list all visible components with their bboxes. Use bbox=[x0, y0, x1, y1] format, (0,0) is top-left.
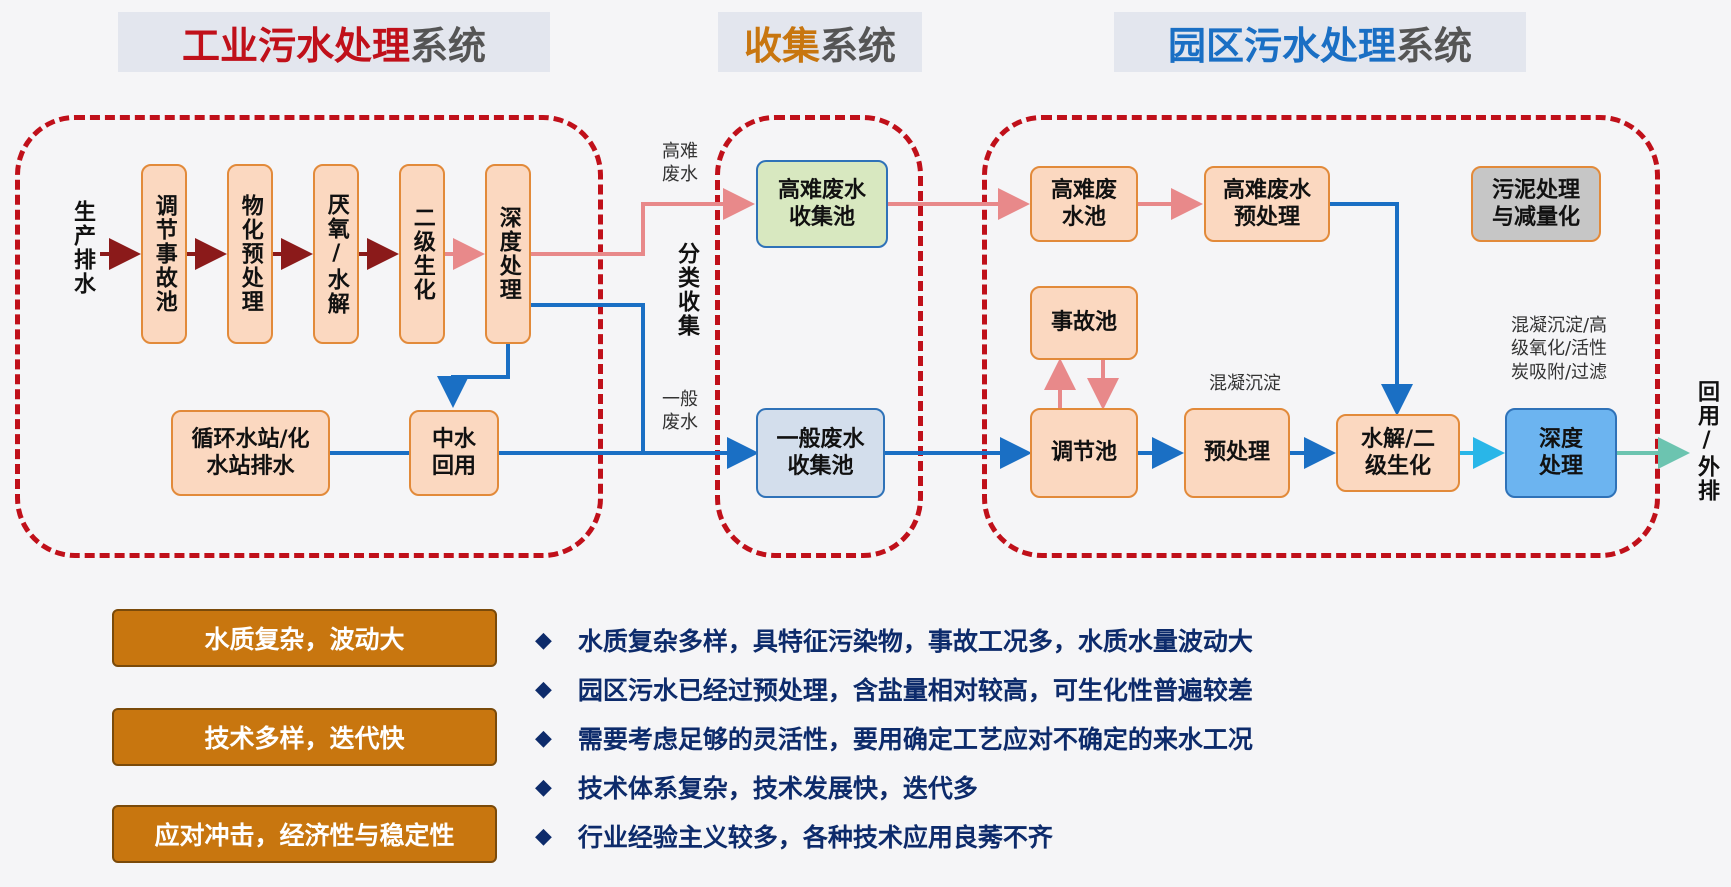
park-high-pretreat: 高难废水预处理 bbox=[1204, 166, 1330, 242]
accident-pool: 事故池 bbox=[1030, 286, 1138, 360]
recycle-station-box: 循环水站/化水站排水 bbox=[171, 410, 330, 496]
step-physchem-pretreat: 物化预处理 bbox=[227, 164, 273, 344]
diamond-bullet-icon: ◆ bbox=[535, 676, 552, 702]
park-high-pool: 高难废水池 bbox=[1030, 166, 1138, 242]
industrial-header-highlight: 工业污水处理 bbox=[181, 23, 410, 68]
tag-water-quality: 水质复杂，波动大 bbox=[112, 609, 497, 667]
step-deep-treatment: 深度处理 bbox=[485, 164, 531, 344]
collection-region bbox=[715, 115, 923, 558]
output-label: 回用/外排 bbox=[1694, 380, 1719, 503]
bullet-item: ◆ 技术体系复杂，技术发展快，迭代多 bbox=[535, 769, 978, 805]
arrow-deep-to-general bbox=[531, 303, 645, 453]
park-system-header: 园区污水处理系统 bbox=[1114, 12, 1526, 72]
park-deep-treatment: 深度处理 bbox=[1505, 408, 1617, 498]
arrow-high-wastewater bbox=[531, 188, 755, 256]
industrial-system-header: 工业污水处理系统 bbox=[118, 12, 550, 72]
input-label: 生产排水 bbox=[70, 200, 95, 296]
diamond-bullet-icon: ◆ bbox=[535, 725, 552, 751]
industrial-region bbox=[15, 115, 603, 558]
step-anaerobic-hydrolysis: 厌氧/水解 bbox=[313, 164, 359, 344]
bullet-text: 行业经验主义较多，各种技术应用良莠不齐 bbox=[577, 823, 1053, 852]
sort-collection-label: 分类收集 bbox=[674, 242, 699, 338]
tag-technology: 技术多样，迭代快 bbox=[112, 708, 497, 766]
coagulation-label: 混凝沉淀 bbox=[1209, 373, 1281, 394]
park-header-highlight: 园区污水处理 bbox=[1167, 23, 1396, 68]
collection-system-header: 收集系统 bbox=[718, 12, 922, 72]
park-pretreat: 预处理 bbox=[1184, 408, 1290, 498]
general-collection-pool: 一般废水收集池 bbox=[756, 408, 885, 498]
diamond-bullet-icon: ◆ bbox=[535, 627, 552, 653]
diamond-bullet-icon: ◆ bbox=[535, 823, 552, 849]
general-wastewater-label: 一般废水 bbox=[662, 389, 698, 434]
bullet-text: 园区污水已经过预处理，含盐量相对较高，可生化性普遍较差 bbox=[577, 676, 1253, 705]
park-header-rest: 系统 bbox=[1396, 23, 1473, 68]
bullet-text: 需要考虑足够的灵活性，要用确定工艺应对不确定的来水工况 bbox=[577, 725, 1253, 754]
tag-stability: 应对冲击，经济性与稳定性 bbox=[112, 805, 497, 863]
diamond-bullet-icon: ◆ bbox=[535, 774, 552, 800]
step-secondary-biochem: 二级生化 bbox=[399, 164, 445, 344]
park-region bbox=[982, 115, 1660, 558]
step-regulate-accident-pool: 调节事故池 bbox=[141, 164, 187, 344]
reuse-box: 中水回用 bbox=[409, 410, 499, 496]
industrial-header-rest: 系统 bbox=[410, 23, 487, 68]
bullet-item: ◆ 水质复杂多样，具特征污染物，事故工况多，水质水量波动大 bbox=[535, 622, 1253, 658]
arrow-deep-to-reuse bbox=[437, 344, 510, 408]
deep-treatment-note: 混凝沉淀/高级氧化/活性炭吸附/过滤 bbox=[1510, 315, 1608, 383]
collection-header-highlight: 收集 bbox=[743, 23, 820, 68]
high-wastewater-label: 高难废水 bbox=[662, 141, 698, 186]
high-collection-pool: 高难废水收集池 bbox=[756, 160, 888, 248]
bullet-item: ◆ 需要考虑足够的灵活性，要用确定工艺应对不确定的来水工况 bbox=[535, 720, 1253, 756]
bullet-text: 技术体系复杂，技术发展快，迭代多 bbox=[577, 774, 978, 803]
hydrolysis-biochem: 水解/二级生化 bbox=[1336, 414, 1460, 492]
park-regulate-pool: 调节池 bbox=[1030, 408, 1138, 498]
bullet-item: ◆ 园区污水已经过预处理，含盐量相对较高，可生化性普遍较差 bbox=[535, 671, 1253, 707]
bullet-item: ◆ 行业经验主义较多，各种技术应用良莠不齐 bbox=[535, 818, 1053, 854]
sludge-treatment-box: 污泥处理与减量化 bbox=[1471, 166, 1601, 242]
arrow-high-pretreat-to-hydrolysis bbox=[1330, 202, 1413, 416]
collection-header-rest: 系统 bbox=[820, 23, 897, 68]
bullet-text: 水质复杂多样，具特征污染物，事故工况多，水质水量波动大 bbox=[577, 627, 1253, 656]
